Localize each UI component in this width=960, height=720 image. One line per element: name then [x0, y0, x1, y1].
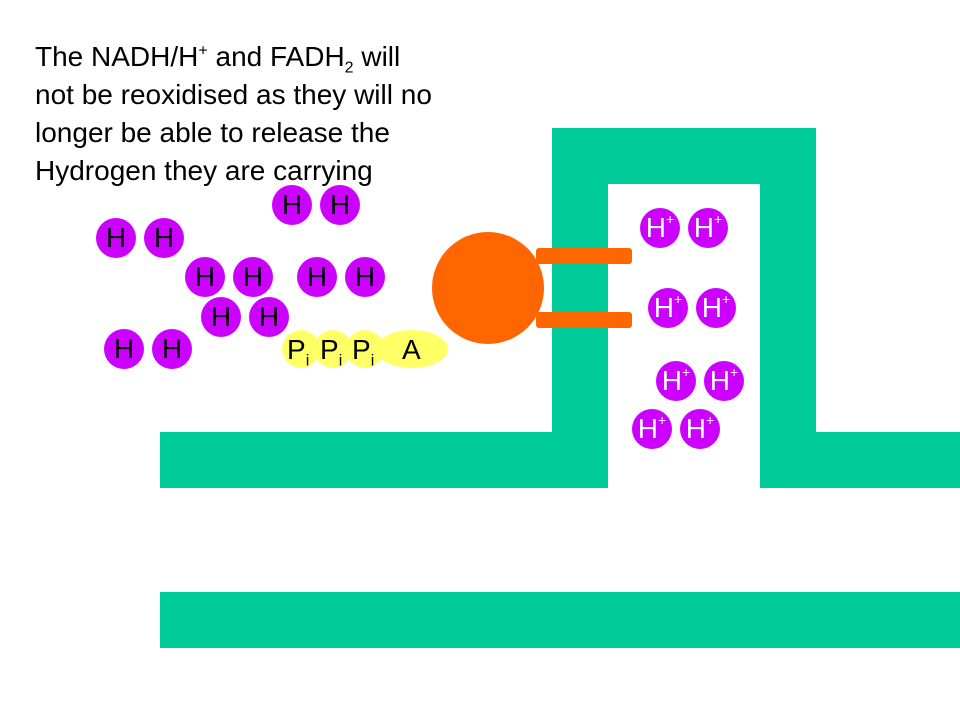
proton: H+ — [688, 208, 728, 248]
proton: H+ — [656, 361, 696, 401]
hydrogen-atom: H — [272, 185, 312, 225]
proton: H+ — [680, 409, 720, 449]
phosphate-group — [282, 330, 320, 368]
outer-membrane — [160, 592, 960, 648]
hydrogen-atom: H — [152, 329, 192, 369]
hydrogen-atom: H — [249, 297, 289, 337]
inner-membrane-right — [760, 432, 960, 488]
hydrogen-atom: H — [144, 218, 184, 258]
phosphate-label: Pi — [287, 334, 310, 370]
explanation-text: The NADH/H+ and FADH2 will not be reoxid… — [35, 38, 515, 190]
hydrogen-atom: H — [104, 329, 144, 369]
phosphate-label: Pi — [352, 334, 375, 370]
hydrogen-atom: H — [345, 257, 385, 297]
atp-synthase-head — [432, 232, 544, 344]
proton: H+ — [696, 288, 736, 328]
caption-line-1: The NADH/H+ and FADH2 will — [35, 41, 401, 77]
hydrogen-atom: H — [201, 297, 241, 337]
adenosine-molecule — [376, 330, 448, 368]
caption-line-2: not be reoxidised as they will no — [35, 79, 432, 110]
atp-synthase-stalk-lower — [536, 312, 632, 328]
phosphate-label: Pi — [320, 334, 343, 370]
caption-line-3: longer be able to release the — [35, 117, 390, 148]
proton: H+ — [648, 288, 688, 328]
hydrogen-atom: H — [185, 257, 225, 297]
adenosine-label: A — [402, 334, 421, 365]
caption-line-4: Hydrogen they are carrying — [35, 155, 373, 186]
hydrogen-atom: H — [320, 185, 360, 225]
phosphate-group — [314, 330, 352, 368]
inner-membrane-left-wall — [552, 128, 608, 488]
proton: H+ — [632, 409, 672, 449]
proton: H+ — [704, 361, 744, 401]
phosphate-group — [346, 330, 384, 368]
hydrogen-atom: H — [233, 257, 273, 297]
hydrogen-atom: H — [96, 218, 136, 258]
hydrogen-atom: H — [297, 257, 337, 297]
inner-membrane-left — [160, 432, 608, 488]
proton: H+ — [640, 208, 680, 248]
atp-synthase-stalk-upper — [536, 248, 632, 264]
inner-membrane-right-wall — [760, 128, 816, 488]
